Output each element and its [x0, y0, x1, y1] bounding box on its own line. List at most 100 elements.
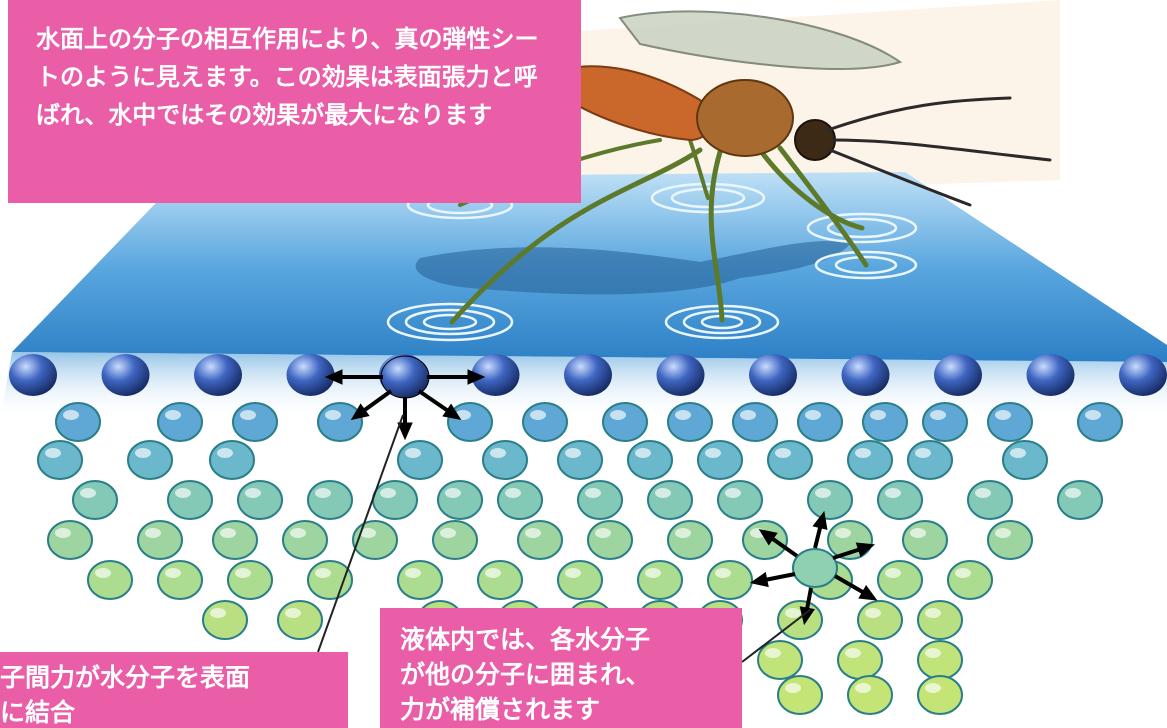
bulk-molecule: [277, 600, 323, 640]
molecule-highlight: [975, 488, 991, 498]
bulk-molecule: [557, 440, 603, 480]
bulk-molecule: [587, 520, 633, 560]
surface-molecule: [656, 354, 705, 396]
mosquito: [449, 10, 1052, 325]
bulk-molecule: [1002, 440, 1048, 480]
molecule-highlight: [290, 528, 306, 538]
molecule-highlight: [855, 448, 871, 458]
molecule-highlight: [63, 410, 79, 420]
molecule-highlight: [145, 528, 161, 538]
bulk-molecule: [847, 675, 893, 715]
bulk-molecule: [602, 402, 648, 442]
surface-molecule: [841, 354, 890, 396]
arrow-head: [749, 571, 769, 588]
caption-bottom-right-line-1: 液体内では、各水分子: [400, 625, 651, 654]
bulk-molecules: [37, 402, 1123, 715]
molecule-highlight: [930, 410, 946, 420]
molecule-highlight: [135, 448, 151, 458]
bulk-molecule: [837, 640, 883, 680]
bulk-molecule: [777, 675, 823, 715]
bulk-molecule: [807, 480, 853, 520]
bulk-molecule: [557, 560, 603, 600]
bulk-molecule: [37, 440, 83, 480]
molecule-highlight: [585, 488, 601, 498]
surface-molecule: [194, 354, 242, 396]
molecule-highlight: [885, 568, 901, 578]
molecule-highlight: [775, 448, 791, 458]
bulk-molecule: [757, 640, 803, 680]
bulk-molecule: [157, 560, 203, 600]
molecule-highlight: [885, 488, 901, 498]
molecule-highlight: [440, 528, 456, 538]
bulk-molecule: [967, 480, 1013, 520]
molecule-highlight: [785, 608, 801, 618]
bulk-molecule: [522, 402, 568, 442]
bulk-molecule: [877, 480, 923, 520]
bulk-molecule: [317, 402, 363, 442]
molecule-highlight: [405, 568, 421, 578]
molecule-highlight: [565, 448, 581, 458]
molecule-highlight: [285, 608, 301, 618]
bulk-molecule: [212, 520, 258, 560]
molecule-highlight: [505, 488, 521, 498]
surface-molecule: [1026, 354, 1075, 396]
bulk-molecule: [857, 600, 903, 640]
pointer-line-left: [317, 414, 404, 653]
caption-bottom-left-line-1: 子間力が水分子を表面: [0, 663, 251, 692]
bulk-molecule: [167, 480, 213, 520]
caption-bottom-right-line-3: 力が補償されます: [400, 695, 601, 724]
bulk-molecule: [667, 520, 713, 560]
molecule-highlight: [655, 488, 671, 498]
molecule-highlight: [55, 528, 71, 538]
bulk-molecule: [307, 480, 353, 520]
bulk-molecule: [637, 560, 683, 600]
bulk-molecule: [767, 440, 813, 480]
bulk-molecule: [517, 520, 563, 560]
bulk-molecule: [862, 402, 908, 442]
molecule-highlight: [675, 410, 691, 420]
bulk-molecule: [987, 520, 1033, 560]
bulk-molecule: [647, 480, 693, 520]
molecule-highlight: [445, 488, 461, 498]
bulk-molecule: [907, 440, 953, 480]
molecule-highlight: [405, 448, 421, 458]
mosquito-wing: [618, 10, 903, 70]
arrow-head: [442, 403, 462, 420]
molecule-highlight: [705, 448, 721, 458]
bulk-molecule: [902, 520, 948, 560]
mosquito-thorax: [696, 79, 794, 157]
molecule-highlight: [805, 410, 821, 420]
bulk-molecule: [282, 520, 328, 560]
molecule-highlight: [490, 448, 506, 458]
bulk-molecule: [732, 402, 778, 442]
surface-molecule: [564, 354, 612, 396]
bulk-molecule: [432, 520, 478, 560]
arrow-head: [812, 510, 828, 531]
molecule-highlight: [870, 410, 886, 420]
molecule-highlight: [845, 648, 861, 658]
bulk-molecule: [917, 600, 963, 640]
molecule-highlight: [165, 568, 181, 578]
bulk-molecule: [947, 560, 993, 600]
molecule-highlight: [315, 568, 331, 578]
bulk-molecule: [877, 560, 923, 600]
bulk-molecule: [397, 440, 443, 480]
molecule-highlight: [865, 608, 881, 618]
bulk-molecule: [667, 402, 713, 442]
arrow-head: [350, 403, 370, 421]
molecule-highlight: [217, 448, 233, 458]
molecule-highlight: [1010, 448, 1026, 458]
molecule-highlight: [165, 410, 181, 420]
molecule-highlight: [785, 683, 801, 693]
caption-top: 水面上の分子の相互作用により、真の弾性シートのように見えます。この効果は表面張力…: [8, 0, 581, 203]
bulk-molecule: [157, 402, 203, 442]
arrow-head: [397, 422, 413, 441]
surface-molecule: [1119, 354, 1167, 396]
bulk-molecule: [237, 480, 283, 520]
bulk-molecule: [47, 520, 93, 560]
molecule-highlight: [925, 608, 941, 618]
bulk-molecule: [437, 480, 483, 520]
arrow-head: [855, 542, 875, 558]
bulk-molecule: [797, 402, 843, 442]
bulk-molecule: [137, 520, 183, 560]
